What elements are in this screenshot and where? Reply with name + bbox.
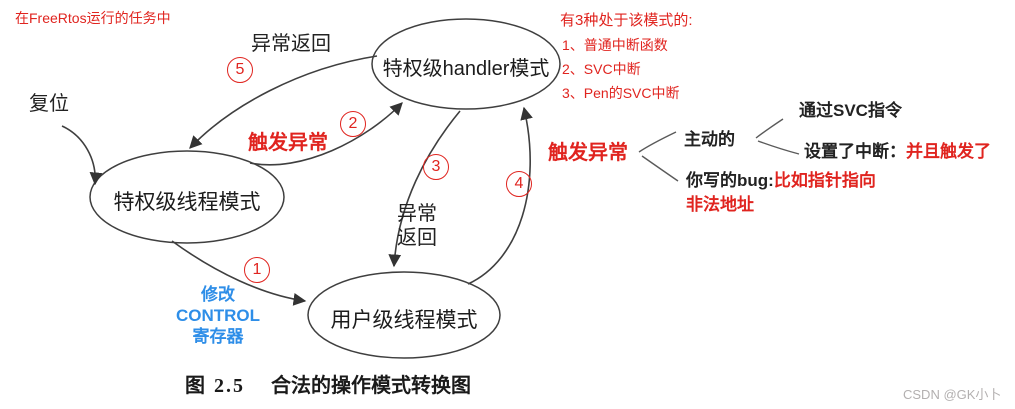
cause-set-interrupt-note: 并且触发了 — [906, 142, 991, 161]
cause-bug-detail2: 非法地址 — [686, 195, 754, 214]
node-user-thread-label: 用户级线程模式 — [330, 309, 478, 332]
step-badge-5: 5 — [227, 57, 253, 83]
mode-note-title: 有3种处于该模式的: — [560, 12, 693, 29]
cause-bug-line: 你写的bug:比如指针指向 — [686, 171, 876, 191]
edge-3-exception-return-arrow — [388, 110, 461, 268]
edge-4-trigger-exception-arrow — [467, 106, 533, 285]
figure-caption-number: 图 2.5 — [185, 375, 245, 397]
modify-control-line1: 修改 — [201, 285, 235, 304]
figure-caption: 图 2.5 合法的操作模式转换图 — [185, 369, 471, 398]
node-handler-ellipse — [371, 18, 561, 110]
trigger-exception-right-label: 触发异常 — [548, 142, 628, 164]
exception-return-mid-label: 异常 返回 — [397, 202, 437, 250]
edge-1-modify-control-arrow — [171, 240, 307, 306]
step-badge-3: 3 — [423, 154, 449, 180]
step-badge-2: 2 — [340, 111, 366, 137]
cause-set-interrupt-line: 设置了中断：并且触发了 — [804, 142, 991, 162]
cause-bug-detail: 比如指针指向 — [773, 171, 876, 190]
node-privileged-thread-ellipse — [89, 150, 285, 244]
step-badge-1: 1 — [244, 257, 270, 283]
mode-note-item-1: 1、普通中断函数 — [562, 37, 668, 53]
exception-return-mid-line2: 返回 — [397, 227, 437, 249]
step-badge-4: 4 — [506, 171, 532, 197]
branch-trigger-causes — [638, 131, 679, 182]
trigger-exception-left-label: 触发异常 — [248, 132, 328, 154]
cause-bug-label: 你写的bug: — [686, 171, 774, 190]
header-note: 在FreeRtos运行的任务中 — [15, 10, 171, 26]
mode-note-item-3: 3、Pen的SVC中断 — [562, 85, 680, 101]
reset-label: 复位 — [29, 93, 69, 115]
cause-active-label: 主动的 — [684, 130, 735, 149]
node-user-thread-ellipse — [307, 271, 501, 359]
branch-active-options — [755, 118, 800, 155]
edge-2-trigger-exception-arrow — [249, 102, 403, 166]
mode-note-item-2: 2、SVC中断 — [562, 61, 641, 77]
node-handler-label: 特权级handler模式 — [382, 58, 550, 80]
edge-5-exception-return-arrow — [189, 55, 378, 149]
modify-control-line3: 寄存器 — [192, 327, 244, 346]
cause-set-interrupt-label: 设置了中断： — [804, 142, 906, 161]
csdn-watermark: CSDN @GK小卜 — [903, 387, 1002, 402]
cause-via-svc-label: 通过SVC指令 — [799, 101, 902, 120]
exception-return-top-label: 异常返回 — [251, 33, 331, 55]
node-privileged-thread-label: 特权级线程模式 — [113, 191, 261, 214]
modify-control-label: 修改 CONTROL 寄存器 — [170, 284, 266, 347]
reset-arrow — [61, 125, 103, 186]
exception-return-mid-line1: 异常 — [397, 203, 437, 225]
figure-caption-title: 合法的操作模式转换图 — [271, 375, 471, 397]
modify-control-line2: CONTROL — [175, 306, 261, 325]
